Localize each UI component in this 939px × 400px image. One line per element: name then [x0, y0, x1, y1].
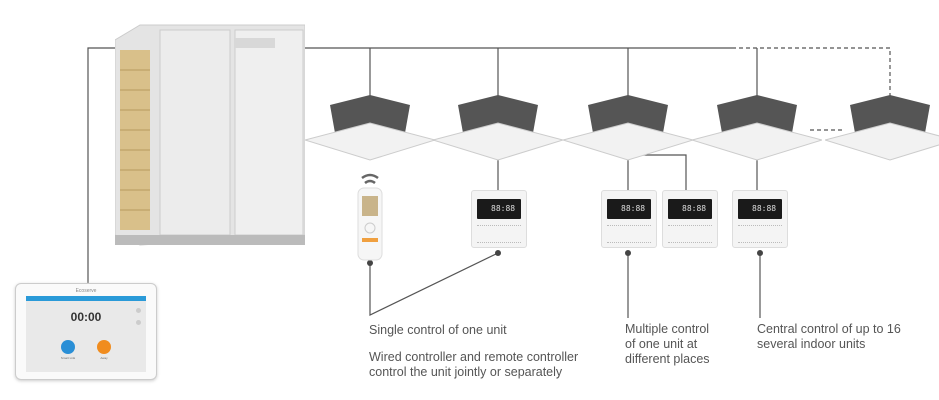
- tablet-time: 00:00: [70, 310, 102, 324]
- multi-ctrl-wire: [627, 154, 687, 190]
- caption-central: Central control of up to 16 several indo…: [757, 322, 901, 351]
- caption-single: Single control of one unit: [369, 323, 507, 337]
- caption-wired-remote: Wired controller and remote controller c…: [369, 350, 579, 379]
- indoor-cassette-2: [433, 95, 563, 161]
- indoor-cassette-1: [305, 95, 435, 161]
- controller-display: 88:88: [621, 204, 646, 213]
- controller-display: 88:88: [752, 204, 777, 213]
- caption-multiple: Multiple control of one unit at differen…: [625, 322, 710, 366]
- away-label: Away: [100, 356, 108, 360]
- wired-controller-2: 88:88: [601, 190, 657, 248]
- tablet-brand: Ecoserve: [75, 288, 97, 294]
- bus-line-dashed: [732, 47, 891, 100]
- indoor-cassette-3: [563, 95, 693, 161]
- indoor-cassette-4: [692, 95, 822, 161]
- away-button: [97, 340, 111, 354]
- pointer-single: [369, 252, 499, 316]
- drop-lines: [369, 48, 758, 102]
- wired-controller-1: 88:88: [471, 190, 527, 248]
- pointer-dot: [625, 250, 631, 256]
- outdoor-unit-image: [115, 24, 305, 246]
- tablet-top-bar: [26, 296, 146, 301]
- wireless-icon: [361, 173, 379, 180]
- smart-link-button: [61, 340, 75, 354]
- remote-controller: [357, 173, 383, 261]
- wired-controller-3: 88:88: [662, 190, 718, 248]
- pointer-dot: [495, 250, 501, 256]
- smart-link-label: Smart Link: [60, 356, 76, 360]
- wired-controller-4: 88:88: [732, 190, 788, 248]
- tablet-wire: [87, 47, 115, 285]
- controller-display: 88:88: [491, 204, 516, 213]
- central-touch-controller: Ecoserve 00:00 Smart Link Away: [15, 283, 157, 380]
- indoor-cassette-5: [825, 95, 939, 161]
- controller-display: 88:88: [682, 204, 707, 213]
- pointer-dot: [757, 250, 763, 256]
- pointer-dot: [367, 260, 373, 266]
